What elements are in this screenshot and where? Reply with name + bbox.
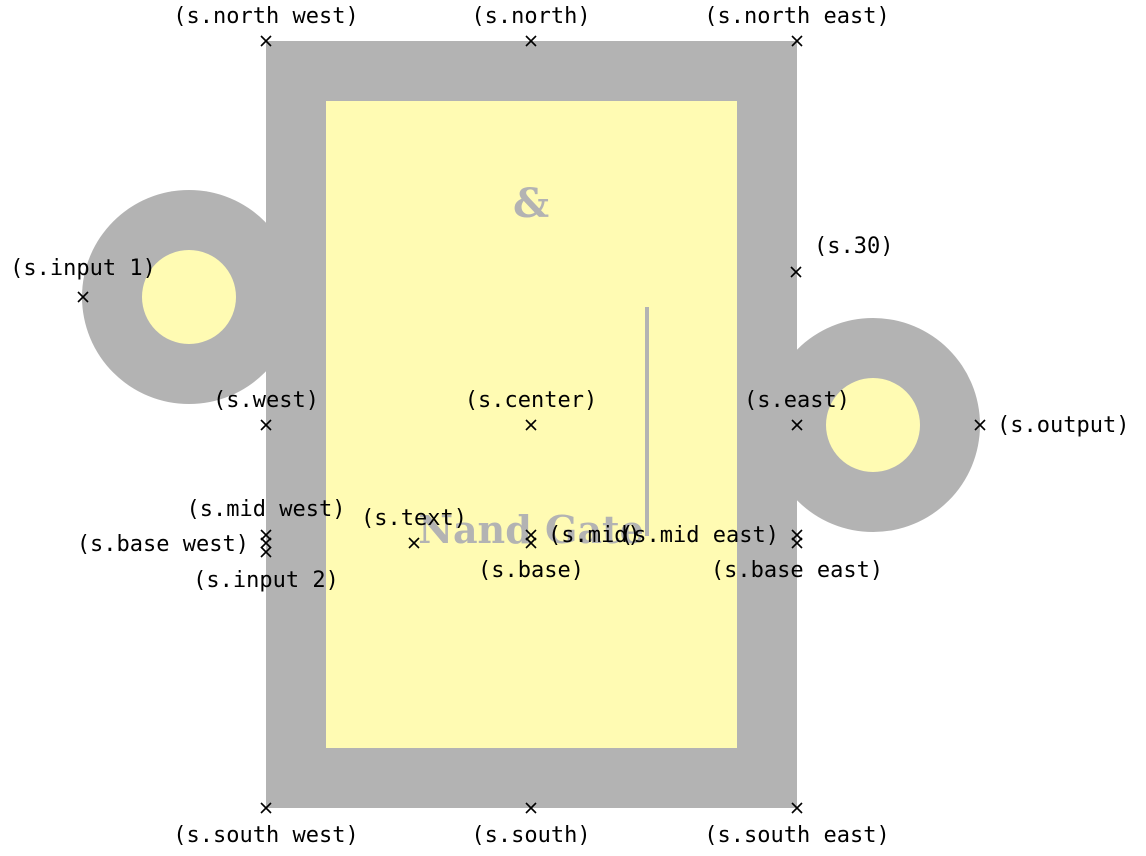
label-mid-east: (s.mid east) bbox=[620, 523, 779, 548]
label-base-east: (s.base east) bbox=[711, 558, 883, 583]
cross-base bbox=[525, 537, 537, 549]
cross-30 bbox=[790, 266, 802, 278]
label-north-west: (s.north west) bbox=[173, 4, 358, 29]
label-north: (s.north) bbox=[471, 4, 590, 29]
label-south: (s.south) bbox=[471, 823, 590, 848]
gate-text: Nand Gate bbox=[418, 507, 644, 552]
vertical-bar bbox=[645, 307, 649, 536]
anchor-labels: (s.north west) (s.north) (s.north east) … bbox=[10, 4, 1129, 848]
cross-output bbox=[974, 419, 986, 431]
cross-south-east bbox=[791, 802, 803, 814]
label-30: (s.30) bbox=[814, 234, 893, 259]
cross-input-2 bbox=[260, 546, 272, 558]
cross-west bbox=[260, 419, 272, 431]
cross-mid-west bbox=[260, 529, 272, 541]
label-base: (s.base) bbox=[478, 558, 584, 583]
cross-north-west bbox=[260, 35, 272, 47]
cross-south bbox=[525, 802, 537, 814]
cross-mid bbox=[525, 529, 537, 541]
cross-base-west bbox=[260, 537, 272, 549]
label-center: (s.center) bbox=[465, 388, 597, 413]
cross-north-east bbox=[791, 35, 803, 47]
cross-mid-east bbox=[791, 529, 803, 541]
label-mid: (s.mid) bbox=[548, 523, 641, 548]
label-input-1: (s.input 1) bbox=[10, 256, 156, 281]
cross-text bbox=[408, 537, 420, 549]
cross-east bbox=[791, 419, 803, 431]
label-south-east: (s.south east) bbox=[704, 823, 889, 848]
anchor-markers bbox=[77, 35, 986, 814]
label-north-east: (s.north east) bbox=[704, 4, 889, 29]
cross-south-west bbox=[260, 802, 272, 814]
label-west: (s.west) bbox=[213, 388, 319, 413]
output-bubble-inner bbox=[826, 378, 920, 472]
cross-center bbox=[525, 419, 537, 431]
label-mid-west: (s.mid west) bbox=[187, 497, 346, 522]
cross-base-east bbox=[791, 537, 803, 549]
label-input-2: (s.input 2) bbox=[193, 568, 339, 593]
gate-symbol: & bbox=[513, 180, 549, 227]
label-output: (s.output) bbox=[997, 413, 1129, 438]
label-south-west: (s.south west) bbox=[173, 823, 358, 848]
label-base-west: (s.base west) bbox=[77, 532, 249, 557]
label-east: (s.east) bbox=[744, 388, 850, 413]
cross-north bbox=[525, 35, 537, 47]
label-text: (s.text) bbox=[361, 506, 467, 531]
cross-input-1 bbox=[77, 291, 89, 303]
input-bubble-inner bbox=[142, 250, 236, 344]
